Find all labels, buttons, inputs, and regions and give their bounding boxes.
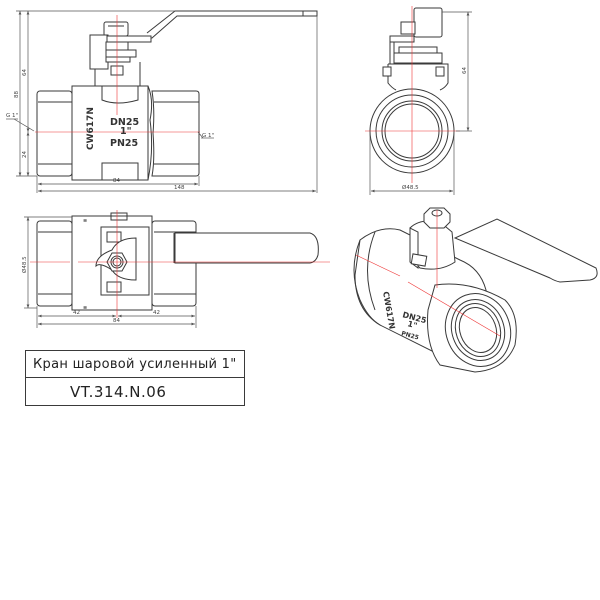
body-marking-dn: DN25 bbox=[110, 117, 139, 128]
stem-nut bbox=[103, 21, 129, 37]
right-end bbox=[151, 90, 200, 177]
handle-clamp bbox=[89, 34, 109, 70]
iso-marking-pn: PN25 bbox=[400, 330, 419, 341]
svg-text:≡: ≡ bbox=[83, 218, 87, 224]
product-code: VT.314.N.06 bbox=[70, 382, 167, 401]
side-view: 64 Ø48.5 bbox=[365, 6, 472, 195]
top-dim-half-left: 42 bbox=[73, 310, 80, 316]
dim-body-length: 84 bbox=[113, 178, 120, 184]
product-title: Кран шаровой усиленный 1" bbox=[26, 351, 244, 378]
iso-marking-size: 1" bbox=[406, 319, 418, 330]
body-marking-size: 1" bbox=[120, 126, 132, 137]
left-end bbox=[36, 90, 73, 177]
top-dim-half-right: 42 bbox=[153, 310, 160, 316]
dim-height-lower: 24 bbox=[22, 151, 28, 158]
isometric-view: CW617N DN25 1" PN25 bbox=[353, 207, 598, 373]
thread-label-left: G 1" bbox=[6, 113, 18, 119]
body-marking-material: CW617N bbox=[86, 107, 96, 150]
top-dim-diameter: Ø48.5 bbox=[21, 256, 28, 273]
handle-lever bbox=[140, 10, 318, 39]
side-dim-height: 64 bbox=[462, 67, 468, 74]
top-view: ≡ ≡ Ø48.5 42 42 84 bbox=[21, 210, 330, 328]
handle-lever-top bbox=[174, 232, 319, 264]
iso-end bbox=[427, 283, 517, 373]
dim-total-length: 148 bbox=[174, 185, 185, 191]
iso-handle bbox=[453, 218, 598, 283]
thread-label-right: G 1" bbox=[202, 133, 214, 139]
side-dim-diameter: Ø48.5 bbox=[402, 184, 419, 191]
body-marking-pn: PN25 bbox=[110, 138, 138, 149]
front-view: CW617N DN25 1" PN25 G 1" G 1" 64 88 24 8… bbox=[6, 10, 318, 193]
dim-height-upper: 64 bbox=[22, 69, 28, 76]
svg-text:≡: ≡ bbox=[83, 305, 87, 311]
top-dim-length: 84 bbox=[113, 318, 120, 324]
title-block: Кран шаровой усиленный 1" VT.314.N.06 bbox=[25, 350, 245, 406]
dim-height-total: 88 bbox=[14, 91, 20, 98]
handle-end bbox=[413, 7, 443, 38]
